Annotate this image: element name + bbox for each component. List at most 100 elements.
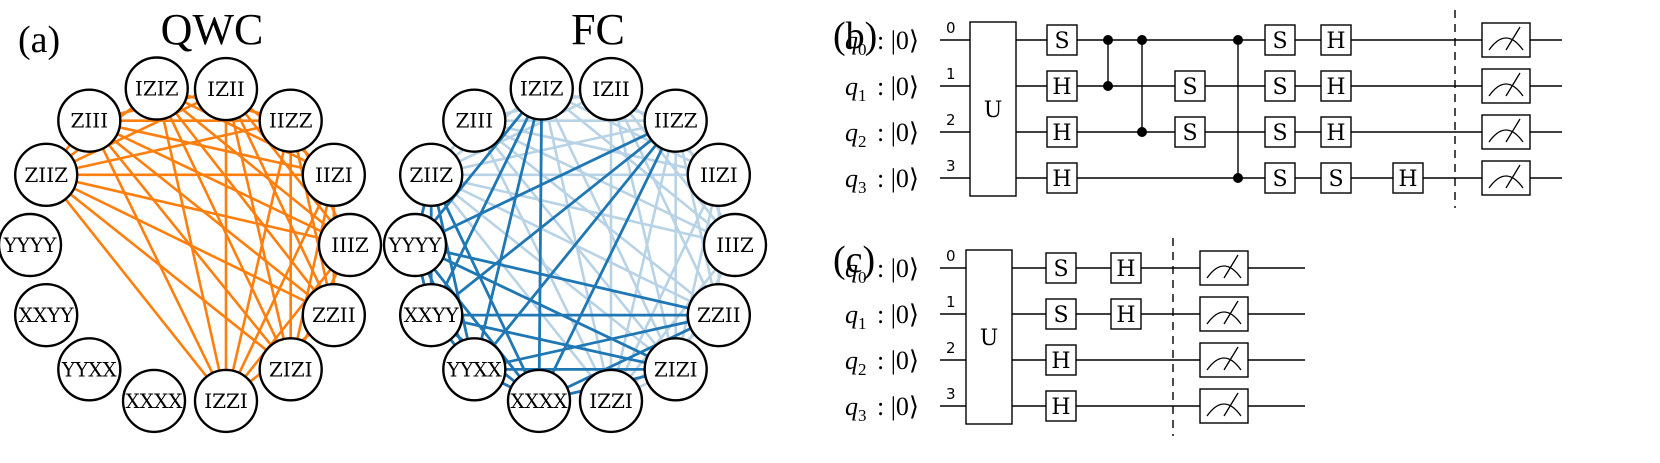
wire-index: 0 — [946, 247, 956, 265]
gate-box — [1264, 116, 1296, 148]
gate-box — [1046, 162, 1078, 194]
qwc-graph-title: QWC — [161, 5, 264, 54]
measure-icon — [1199, 296, 1249, 332]
qwc-node: IZZI — [193, 368, 259, 434]
fc-edge-strong — [414, 243, 677, 371]
qwc-node: IZII — [193, 56, 259, 122]
qwc-node-label: IZIZ — [135, 76, 179, 100]
qwc-node: YYXX — [57, 337, 122, 402]
fc-node: ZIZI — [643, 337, 708, 402]
fc-edge-light — [609, 244, 737, 402]
qubit-subscript: 1 — [858, 86, 867, 105]
qwc-node-circle — [317, 212, 383, 278]
u-block — [969, 21, 1017, 197]
measure-icon — [1481, 114, 1531, 150]
fc-node-circle — [686, 142, 752, 208]
qwc-node-circle — [0, 212, 63, 278]
qwc-edge — [45, 174, 228, 402]
qwc-edge — [88, 120, 228, 402]
gate-box — [1320, 116, 1352, 148]
qwc-edge — [155, 87, 351, 247]
fc-node-circle — [442, 88, 507, 153]
fc-edge-light — [609, 88, 737, 246]
fc-edge-light — [473, 120, 613, 402]
u-block — [965, 249, 1013, 425]
qwc-edge — [224, 88, 292, 370]
fc-edge-strong — [430, 119, 677, 317]
qubit-ket: : |0⟩ — [871, 26, 920, 55]
fc-node-circle — [686, 282, 752, 348]
wire-index: 2 — [946, 111, 956, 129]
qwc-node-circle — [258, 88, 323, 153]
gate-box — [1320, 70, 1352, 102]
fc-edge-light — [609, 120, 677, 402]
qubit-ket: : |0⟩ — [871, 346, 920, 375]
panel-label-b: (b) — [833, 15, 877, 57]
qubit-subscript: 3 — [858, 178, 867, 197]
fc-edge-light — [430, 174, 613, 402]
qwc-node-label: YYXX — [61, 357, 118, 381]
wire-index: 3 — [946, 157, 956, 175]
fc-node: YYXX — [442, 337, 507, 402]
measure-icon — [1481, 68, 1531, 104]
measure-icon — [1199, 342, 1249, 378]
qubit-subscript: 0 — [858, 40, 867, 59]
qwc-node-circle — [258, 337, 323, 402]
measure-icon — [1199, 388, 1249, 424]
qwc-node-circle — [193, 368, 259, 434]
cz-control-dot — [1103, 35, 1113, 45]
gate-box — [1046, 24, 1078, 56]
measure-icon — [1481, 22, 1531, 58]
qwc-node-circle — [301, 282, 367, 348]
fc-edge-light — [430, 119, 676, 177]
qwc-node: ZIII — [57, 88, 122, 153]
qwc-node: IIZI — [301, 142, 367, 208]
qwc-node-label: XXYY — [19, 303, 75, 327]
fc-edge-light — [609, 88, 677, 370]
fc-graph-title: FC — [571, 5, 625, 54]
qubit-name: q — [845, 72, 858, 101]
qwc-node-label: IIZZ — [269, 109, 313, 133]
qwc-node-label: ZZII — [312, 303, 356, 327]
qwc-node: IIZZ — [258, 88, 323, 153]
gate-box — [1045, 390, 1077, 422]
gate-label: S — [1053, 257, 1068, 282]
gate-box — [1320, 162, 1352, 194]
qwc-edge — [45, 173, 351, 247]
qubit-label: q3 : |0⟩ — [845, 164, 919, 197]
gate-box — [1046, 116, 1078, 148]
fc-edge-strong — [537, 88, 544, 401]
gate-label: H — [1116, 257, 1135, 282]
qubit-name: q — [845, 346, 858, 375]
gate-label: S — [1328, 167, 1343, 192]
fc-node-circle — [578, 56, 644, 122]
fc-node-label: IIIZ — [716, 233, 754, 257]
fc-node-circle — [382, 212, 448, 278]
wire-index: 3 — [946, 385, 956, 403]
fc-node-label: IZIZ — [520, 76, 564, 100]
qwc-node-label: ZIZI — [269, 357, 313, 381]
fc-node-label: ZIII — [456, 109, 494, 133]
wire-index: 1 — [946, 65, 956, 83]
qwc-node-circle — [57, 88, 122, 153]
fc-edge-strong — [414, 119, 677, 247]
qubit-name: q — [845, 254, 858, 283]
gate-label: S — [1182, 75, 1197, 100]
gate-label: H — [1326, 75, 1345, 100]
gate-box — [1045, 252, 1077, 284]
fc-node: YYYY — [382, 212, 448, 278]
qwc-node-label: IIIZ — [331, 233, 369, 257]
qubit-ket: : |0⟩ — [871, 254, 920, 283]
qubit-label: q2 : |0⟩ — [845, 118, 919, 151]
qubit-label: q1 : |0⟩ — [845, 300, 919, 333]
qubit-label: q2 : |0⟩ — [845, 346, 919, 379]
qubit-name: q — [845, 300, 858, 329]
fc-node-label: ZIZI — [654, 357, 698, 381]
qwc-node-label: IIZI — [315, 163, 353, 187]
fc-edge-light — [473, 119, 736, 247]
gate-label: S — [1272, 121, 1287, 146]
fc-node-circle — [506, 368, 572, 434]
fc-edge-strong — [474, 313, 720, 371]
gate-box — [1045, 344, 1077, 376]
